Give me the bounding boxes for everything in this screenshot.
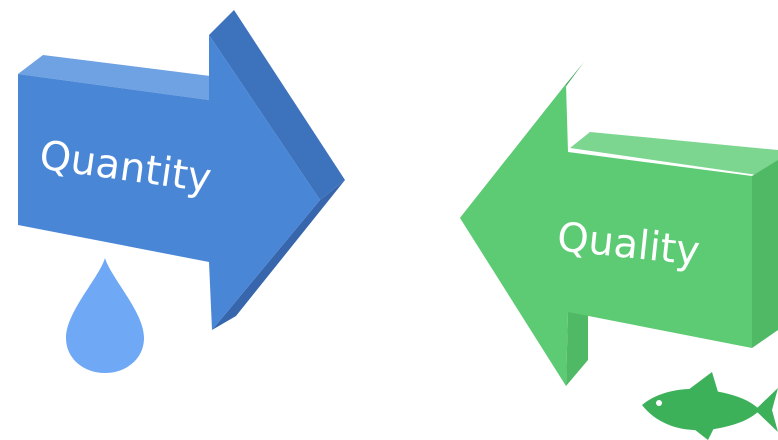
quality-arrow-shaft-top [570, 132, 778, 178]
fish-eye [656, 400, 662, 406]
quality-arrow: Quality [460, 62, 778, 386]
quantity-arrow-head-side [212, 180, 345, 330]
fish-icon [642, 372, 778, 440]
quantity-arrow-shaft-top [18, 55, 234, 100]
fish-body [642, 388, 760, 431]
quantity-arrow-head-top [209, 10, 345, 200]
quality-arrow-side [752, 160, 778, 348]
fish-dorsal-fin [688, 372, 718, 392]
quantity-arrow: Quantity [18, 10, 345, 330]
water-drop-icon [66, 258, 144, 373]
quality-arrow-front [460, 84, 752, 386]
fish-tail [755, 388, 778, 432]
fish-belly-fin [690, 426, 714, 440]
quality-arrow-notch [566, 302, 588, 386]
quantity-arrow-front [18, 35, 320, 330]
